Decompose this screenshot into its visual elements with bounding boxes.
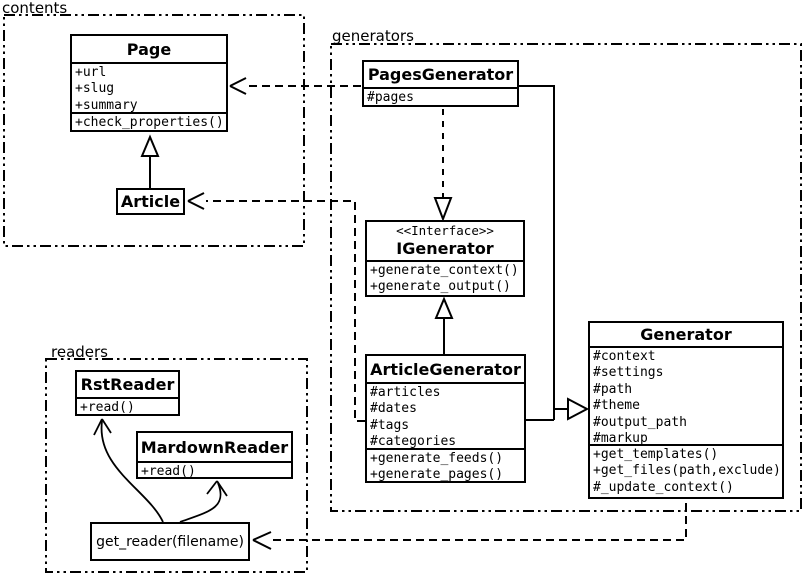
class-title: <<Interface>> IGenerator xyxy=(367,222,523,260)
class-box-rstreader: RstReader +read() xyxy=(75,370,180,416)
attribute-row: #theme xyxy=(593,398,640,414)
attribute-row: #path xyxy=(593,381,633,397)
attribute-row: #markup xyxy=(593,431,648,444)
attribute-row: #dates xyxy=(370,401,417,417)
class-attributes: +url +slug +summary xyxy=(72,62,226,112)
class-methods: +get_templates() +get_files(path,exclude… xyxy=(590,444,782,497)
class-title: Generator xyxy=(640,325,732,344)
class-attributes: #context #settings #path #theme #output_… xyxy=(590,346,782,444)
generalization-arrow-article-page xyxy=(140,134,160,188)
method-row: +get_files(path,exclude) xyxy=(593,463,781,479)
class-stereotype: <<Interface>> xyxy=(396,223,494,238)
method-row: +generate_context() xyxy=(370,263,519,278)
class-box-articlegenerator: ArticleGenerator #articles #dates #tags … xyxy=(365,354,526,483)
package-label-generators: generators xyxy=(332,27,414,45)
generalization-arrow-generators-generator xyxy=(519,85,590,421)
class-box-page: Page +url +slug +summary +check_properti… xyxy=(70,34,228,132)
association-arrow-getreader-rstreader xyxy=(93,418,164,523)
class-attributes: #pages xyxy=(364,87,517,105)
package-label-contents: contents xyxy=(2,0,68,17)
class-box-pagesgenerator: PagesGenerator #pages xyxy=(362,60,519,107)
attribute-row: #tags xyxy=(370,417,410,433)
attribute-row: #settings xyxy=(593,365,664,381)
class-title: MardownReader xyxy=(140,437,289,457)
class-box-igenerator: <<Interface>> IGenerator +generate_conte… xyxy=(365,220,525,297)
association-arrow-getreader-mardownreader xyxy=(179,480,228,523)
dependency-arrow-generator-getreader xyxy=(252,503,687,550)
class-box-generator: Generator #context #settings #path #them… xyxy=(588,321,784,499)
class-methods: +generate_feeds() +generate_pages() xyxy=(367,448,524,481)
class-methods: +read() xyxy=(138,461,291,477)
attribute-row: #output_path xyxy=(593,414,687,430)
method-row: +read() xyxy=(80,400,135,414)
dependency-arrow-pagesgenerator-page xyxy=(229,77,361,95)
class-title: RstReader xyxy=(80,375,175,394)
attribute-row: +summary xyxy=(75,97,138,112)
function-box-get-reader: get_reader(filename) xyxy=(90,522,250,561)
method-row: +get_templates() xyxy=(593,447,719,462)
attribute-row: #categories xyxy=(370,434,457,448)
attribute-row: #context xyxy=(593,349,656,364)
method-row: +read() xyxy=(141,464,196,477)
attribute-row: #articles xyxy=(370,385,441,400)
attribute-row: +slug xyxy=(75,81,115,97)
class-title: Article xyxy=(120,192,181,211)
class-title: ArticleGenerator xyxy=(370,359,521,379)
realization-arrow-pagesgenerator-igenerator xyxy=(433,109,453,222)
method-row: +generate_output() xyxy=(370,279,511,295)
attribute-row: #pages xyxy=(367,90,414,105)
attribute-row: +url xyxy=(75,65,107,80)
package-border-generators xyxy=(330,43,802,512)
method-row: #_update_context() xyxy=(593,479,734,495)
class-box-mardownreader: MardownReader +read() xyxy=(136,431,293,479)
class-attributes: #articles #dates #tags #categories xyxy=(367,382,524,448)
class-methods: +check_properties() xyxy=(72,112,226,130)
dependency-arrow-articlegenerator-article xyxy=(187,192,365,422)
class-methods: +read() xyxy=(77,397,178,414)
generalization-arrow-articlegenerator-igenerator xyxy=(434,296,454,354)
package-border-readers xyxy=(45,358,308,573)
class-title: PagesGenerator xyxy=(367,65,514,84)
class-title: Page xyxy=(126,39,172,59)
class-methods: +generate_context() +generate_output() xyxy=(367,260,523,295)
method-row: +check_properties() xyxy=(75,115,224,130)
class-box-article: Article xyxy=(116,188,185,215)
method-row: +generate_feeds() xyxy=(370,451,504,466)
package-border-contents xyxy=(3,14,305,247)
class-name: IGenerator xyxy=(396,239,494,258)
method-row: +generate_pages() xyxy=(370,467,504,481)
package-label-readers: readers xyxy=(51,343,108,361)
